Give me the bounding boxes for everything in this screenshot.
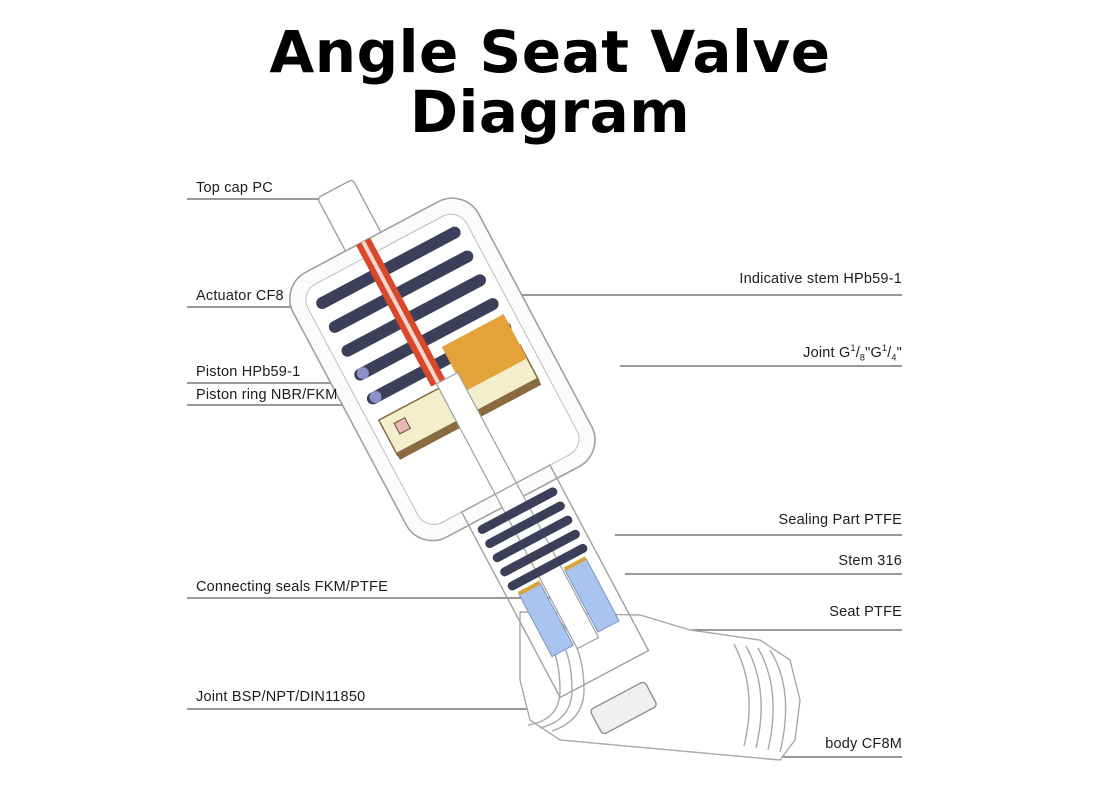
label-actuator: Actuator CF8 [196,288,284,304]
label-joint-g: Joint G1/8"G1/4" [803,343,902,363]
title-line-2: Diagram [409,78,691,146]
label-connecting-seals: Connecting seals FKM/PTFE [196,579,388,595]
joint-g-prefix: Joint G [803,344,851,361]
joint-g-sub2: 4 [891,352,897,363]
joint-g-sup1: 1 [850,343,856,353]
title-line-1: Angle Seat Valve [269,18,831,86]
joint-g-sup2: 1 [881,343,888,353]
label-piston: Piston HPb59-1 [196,364,301,380]
label-seat: Seat PTFE [829,604,902,620]
joint-g-mid: "G [865,344,882,361]
label-body: body CF8M [825,736,902,752]
actuator-assembly [289,179,657,735]
label-piston-ring: Piston ring NBR/FKM [196,387,338,403]
leader-lines [187,198,902,758]
label-top-cap: Top cap PC [196,180,273,196]
diagram-title: Angle Seat Valve Diagram [0,22,1100,142]
label-joint-bsp: Joint BSP/NPT/DIN11850 [196,689,366,705]
joint-g-end: " [896,344,902,361]
label-indicative-stem: Indicative stem HPb59-1 [739,271,902,287]
label-sealing-part: Sealing Part PTFE [778,512,902,528]
joint-g-sub1: 8 [859,352,866,363]
label-stem: Stem 316 [838,553,902,569]
